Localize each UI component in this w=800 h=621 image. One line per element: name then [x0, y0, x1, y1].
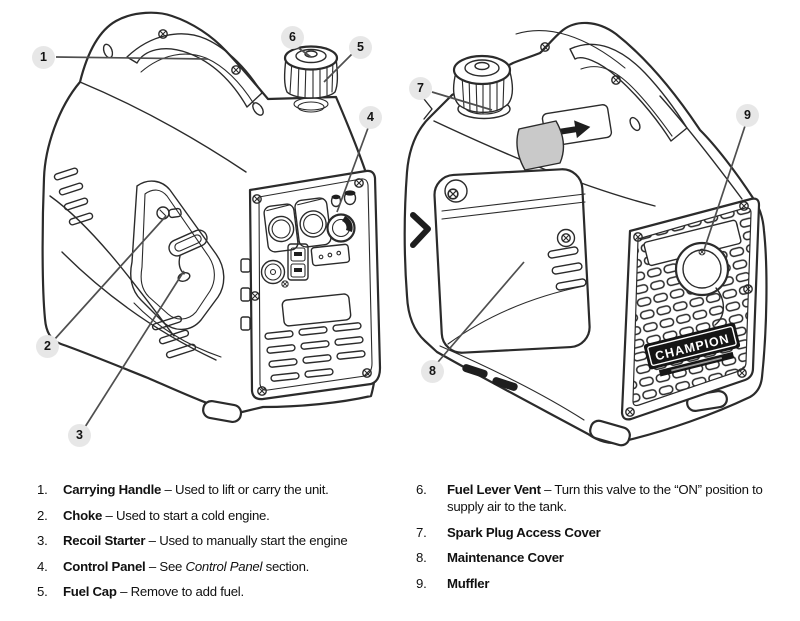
carrying-handle	[515, 30, 688, 142]
generator-front-view-illustration	[41, 11, 382, 424]
rubber-flap	[516, 120, 565, 171]
legend-item-number: 5.	[37, 584, 48, 599]
usb-ports	[287, 243, 309, 281]
foot-left	[589, 419, 631, 447]
ac-outlet-left	[263, 203, 299, 253]
legend-item-text: Spark Plug Access Cover	[447, 524, 601, 540]
selector-dial	[326, 190, 357, 243]
legend-item-number: 4.	[37, 558, 48, 574]
legend-item-number: 3.	[37, 533, 48, 548]
callout-3: 3	[68, 424, 91, 447]
top-face-crease	[79, 81, 247, 173]
generator-rear-view-illustration: CHAMPION	[403, 21, 768, 447]
legend-item-9: 9. Muffler	[416, 575, 784, 592]
fuel-vent-knob	[474, 61, 490, 71]
panel-vent-slats	[264, 322, 366, 382]
legend-item-text: Carrying Handle – Used to lift or carry …	[63, 482, 329, 497]
legend-item-6: 6. Fuel Lever Vent – Turn this valve to …	[416, 481, 784, 515]
edge-notch-upper	[423, 98, 433, 120]
bottom-lip-line	[439, 345, 585, 421]
legend-item-text: Maintenance Cover	[447, 550, 564, 565]
callout-5: 5	[349, 36, 372, 59]
maintenance-cover	[433, 168, 591, 354]
legend-item-text: Recoil Starter – Used to manually start …	[63, 533, 348, 548]
recoil-recess	[130, 180, 225, 331]
legend-column-right: 6. Fuel Lever Vent – Turn this valve to …	[416, 481, 784, 600]
legend-item-number: 9.	[416, 575, 427, 591]
callout-9: 9	[736, 104, 759, 127]
legend-item-text: Choke – Used to start a cold engine.	[63, 507, 270, 523]
lower-seam	[61, 251, 217, 361]
legend-item-number: 6.	[416, 482, 427, 497]
edge-notch-lower	[410, 212, 431, 248]
callout-4: 4	[359, 106, 382, 129]
dc-outlet	[260, 259, 289, 288]
callout-leader-lines	[53, 46, 746, 428]
callout-1: 1	[32, 46, 55, 69]
callout-7: 7	[409, 77, 432, 100]
front-vent-slats	[151, 315, 197, 359]
muffler-panel: CHAMPION	[620, 197, 761, 421]
exhaust-outlet	[674, 241, 730, 326]
control-panel	[240, 169, 382, 401]
legend-item-text: Fuel Lever Vent – Turn this valve to the…	[447, 482, 763, 514]
foot-front	[202, 400, 243, 424]
legend-item-4: 4. Control Panel – See Control Panel sec…	[37, 558, 397, 575]
legend-item-number: 8.	[416, 550, 427, 565]
panel-label-plate	[281, 293, 352, 327]
legend-item-1: 1. Carrying Handle – Used to lift or car…	[37, 481, 397, 498]
reset-plate	[310, 243, 351, 267]
callout-2: 2	[36, 335, 59, 358]
handle-trailing-seam	[659, 95, 743, 200]
legend-item-3: 3. Recoil Starter – Used to manually sta…	[37, 532, 397, 549]
legend-item-number: 2.	[37, 507, 48, 523]
champion-badge: CHAMPION	[643, 322, 741, 377]
generator-diagram: CHAMPION	[32, 11, 768, 447]
callout-6: 6	[281, 26, 304, 49]
legend-item-5: 5. Fuel Cap – Remove to add fuel.	[37, 583, 397, 600]
bottom-vent-slat	[462, 364, 488, 378]
bottom-vent-slat	[492, 377, 518, 391]
diagram-artwork: CHAMPION	[41, 11, 768, 447]
fuel-cap	[283, 45, 339, 113]
legend-item-text: Muffler	[447, 575, 490, 591]
legend-item-number: 1.	[37, 482, 48, 497]
legend-item-2: 2. Choke – Used to start a cold engine.	[37, 507, 397, 524]
legend-item-7: 7. Spark Plug Access Cover	[416, 524, 784, 541]
legend-item-number: 7.	[416, 524, 427, 540]
fuel-cap-rear	[452, 54, 514, 120]
legend-item-text: Control Panel – See Control Panel sectio…	[63, 558, 310, 574]
legend-item-8: 8. Maintenance Cover	[416, 549, 784, 566]
side-vent-slats	[53, 167, 94, 226]
legend-column-left: 1. Carrying Handle – Used to lift or car…	[37, 481, 397, 609]
legend-item-text: Fuel Cap – Remove to add fuel.	[63, 584, 244, 599]
callout-8: 8	[421, 360, 444, 383]
arrow-icon	[558, 120, 591, 139]
